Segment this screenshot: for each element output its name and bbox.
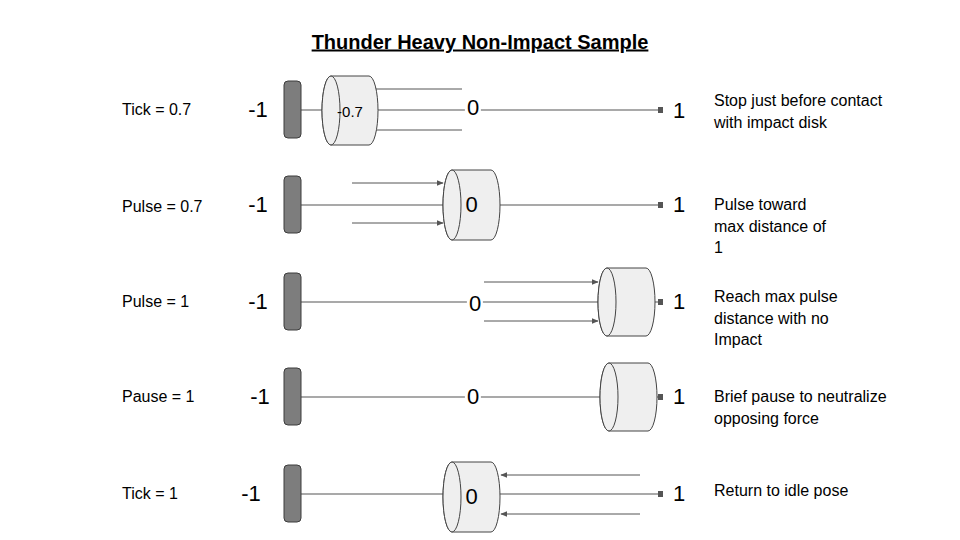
motion-arrow: [501, 475, 640, 476]
end-stops: [658, 107, 663, 497]
position-mark: 1: [671, 190, 687, 220]
step-label: Pulse = 0.7: [120, 196, 205, 218]
cylinder-face: [443, 170, 461, 240]
motion-arrow: [370, 130, 462, 131]
step-label: Pause = 1: [120, 386, 197, 408]
motion-arrow: [484, 321, 598, 322]
position-mark: -1: [239, 479, 263, 509]
impact-disk: [284, 81, 301, 138]
impact-disk: [284, 465, 301, 522]
diagram-title: Thunder Heavy Non-Impact Sample: [312, 31, 649, 54]
position-mark: 1: [671, 479, 687, 509]
impact-disk: [284, 176, 301, 233]
step-note: Pulse toward max distance of 1: [712, 194, 834, 259]
motion-arrows: [352, 89, 640, 514]
plain-cylinders: [598, 268, 657, 431]
step-label: Tick = 0.7: [120, 99, 193, 121]
step-note: Return to idle pose: [712, 480, 936, 502]
end-stop: [658, 491, 663, 497]
pulse-cylinder: 0: [443, 170, 500, 240]
cylinder-face: [443, 462, 461, 532]
cylinder-body: [443, 462, 500, 532]
impact-disks: [284, 81, 301, 522]
cylinder-body: [443, 170, 500, 240]
motion-arrow: [352, 183, 443, 184]
impact-disk: [284, 273, 301, 330]
position-mark: -1: [246, 190, 270, 220]
end-stop: [658, 202, 663, 208]
step-note: Reach max pulse distance with no Impact: [712, 286, 854, 351]
motion-arrow: [370, 89, 462, 90]
motion-arrow: [501, 514, 640, 515]
step-note: Brief pause to neutralize opposing force: [712, 386, 931, 429]
motion-arrow: [352, 223, 443, 224]
pulse-cylinder: 0: [443, 462, 500, 532]
impact-disk: [284, 368, 301, 425]
end-stop: [658, 394, 663, 400]
position-mark: 1: [671, 382, 687, 412]
step-note: Stop just before contact with impact dis…: [712, 90, 906, 133]
cylinder-face: [598, 268, 616, 336]
position-mark: -1: [246, 95, 270, 125]
end-stop: [658, 299, 663, 305]
cylinder-body: [322, 76, 378, 145]
cylinder-value: 0: [465, 192, 477, 218]
cylinder-value: 0: [465, 484, 477, 510]
position-mark: 1: [671, 287, 687, 317]
end-stop: [658, 107, 663, 113]
cylinder-face: [600, 363, 618, 431]
position-mark: -1: [246, 287, 270, 317]
position-mark: -1: [248, 382, 272, 412]
pulse-cylinder: [598, 268, 655, 336]
pulse-cylinder: -0.7: [322, 76, 378, 145]
motion-arrow: [484, 282, 598, 283]
step-label: Pulse = 1: [120, 291, 191, 313]
position-mark: 0: [465, 93, 481, 123]
travel-lines: [300, 110, 660, 494]
step-label: Tick = 1: [120, 483, 180, 505]
position-mark: 0: [465, 382, 481, 412]
position-mark: 0: [467, 289, 483, 319]
cylinder-value: -0.7: [337, 102, 363, 119]
position-mark: 1: [671, 96, 687, 126]
pulse-cylinder: [600, 363, 657, 431]
